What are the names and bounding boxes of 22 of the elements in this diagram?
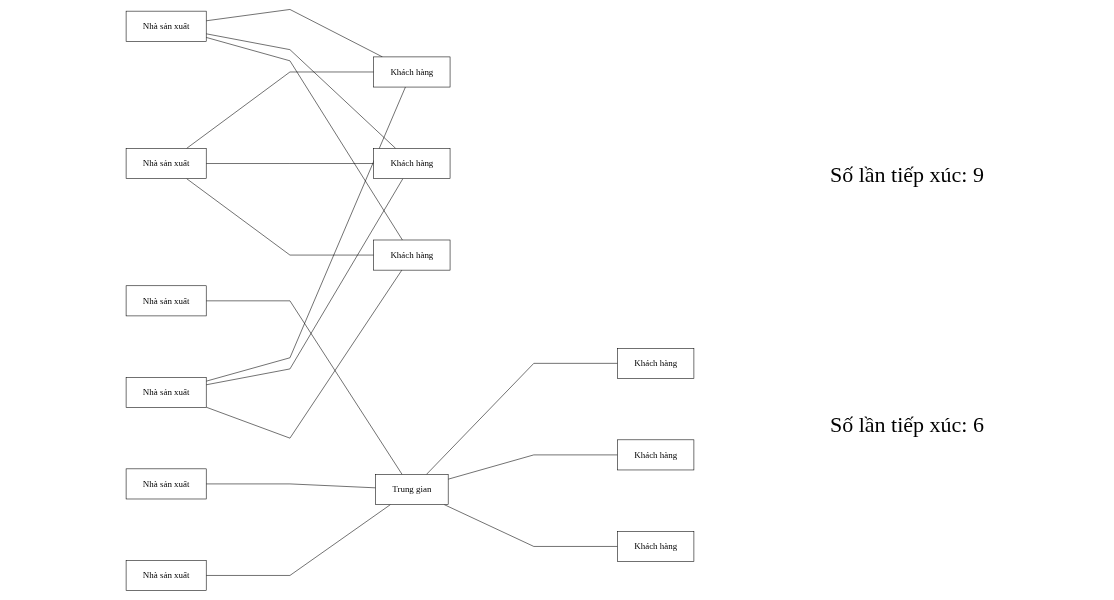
connector — [205, 9, 383, 58]
node-box: Trung gian — [375, 474, 449, 505]
count-note: Số lần tiếp xúc: 9 — [830, 162, 985, 188]
node-box: Nhà sản xuất — [125, 468, 207, 500]
node-box: Nhà sản xuất — [125, 377, 207, 408]
node-box: Nhà sản xuất — [125, 285, 207, 317]
node-box: Khách hàng — [373, 148, 451, 179]
count-note: Số lần tiếp xúc: 6 — [830, 412, 985, 438]
node-box: Khách hàng — [373, 239, 451, 271]
node-box: Nhà sản xuất — [125, 148, 207, 179]
connector — [205, 504, 391, 576]
node-box: Khách hàng — [373, 56, 451, 88]
connector — [186, 178, 374, 256]
node-box: Khách hàng — [617, 531, 695, 562]
connector — [205, 37, 403, 241]
connector — [205, 300, 403, 475]
node-box: Khách hàng — [617, 439, 695, 471]
connector — [205, 163, 374, 164]
connector — [205, 86, 406, 382]
node-box: Khách hàng — [617, 348, 695, 379]
node-box: Nhà sản xuất — [125, 10, 207, 42]
node-box: Nhà sản xuất — [125, 560, 207, 591]
